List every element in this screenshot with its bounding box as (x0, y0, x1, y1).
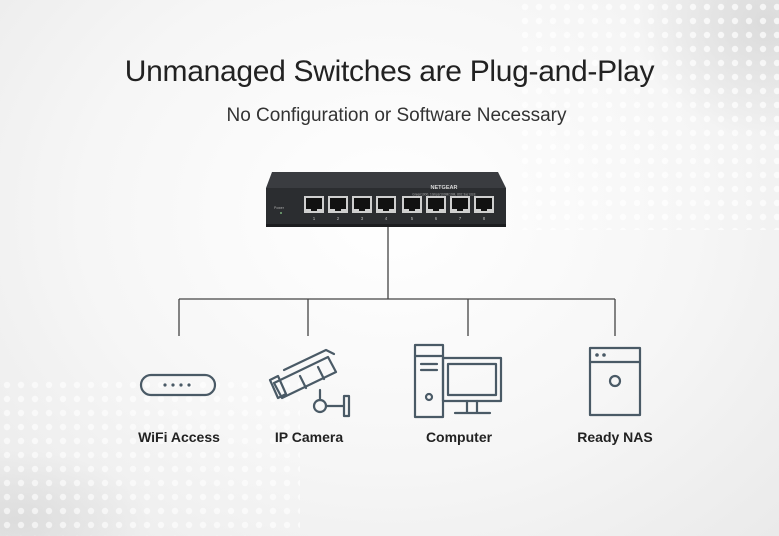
computer-icon (413, 343, 503, 419)
wifi-access-point-icon (139, 373, 217, 397)
port-number-label: 2 (337, 216, 340, 221)
switch-port: 7 (450, 196, 470, 221)
switch-port: 6 (426, 196, 446, 221)
switch-port: 4 (376, 196, 396, 221)
network-switch: NETGEAR Green1000, 1Gbps/100M/10M, 802.3… (266, 172, 506, 227)
connector-lines (178, 227, 616, 336)
page-subtitle: No Configuration or Software Necessary (226, 105, 567, 126)
device-label-wifi: WiFi Access (138, 429, 220, 445)
port-number-label: 7 (459, 216, 462, 221)
switch-brand-text: NETGEAR (431, 185, 458, 191)
port-number-label: 5 (411, 216, 414, 221)
port-number-label: 8 (483, 216, 486, 221)
port-number-label: 6 (435, 216, 438, 221)
ip-camera-icon (268, 348, 351, 418)
page-title: Unmanaged Switches are Plug-and-Play (124, 55, 655, 88)
switch-port: 8 (474, 196, 494, 221)
power-led (280, 212, 282, 214)
device-label-computer: Computer (425, 429, 493, 445)
switch-port: 5 (402, 196, 422, 221)
device-label-camera: IP Camera (274, 429, 344, 445)
port-number-label: 1 (313, 216, 316, 221)
device-label-nas: Ready NAS (577, 429, 653, 445)
switch-spec-text: Green1000, 1Gbps/100M/10M, 802.3az EEE (412, 193, 475, 197)
switch-port: 1 (304, 196, 324, 221)
switch-port: 3 (352, 196, 372, 221)
nas-storage-icon (588, 346, 642, 417)
port-number-label: 3 (361, 216, 364, 221)
switch-port: 2 (328, 196, 348, 221)
switch-power-label: Power (274, 206, 285, 210)
port-number-label: 4 (385, 216, 388, 221)
switch-port-group: 1 2 3 4 5 6 7 8 (304, 196, 494, 221)
